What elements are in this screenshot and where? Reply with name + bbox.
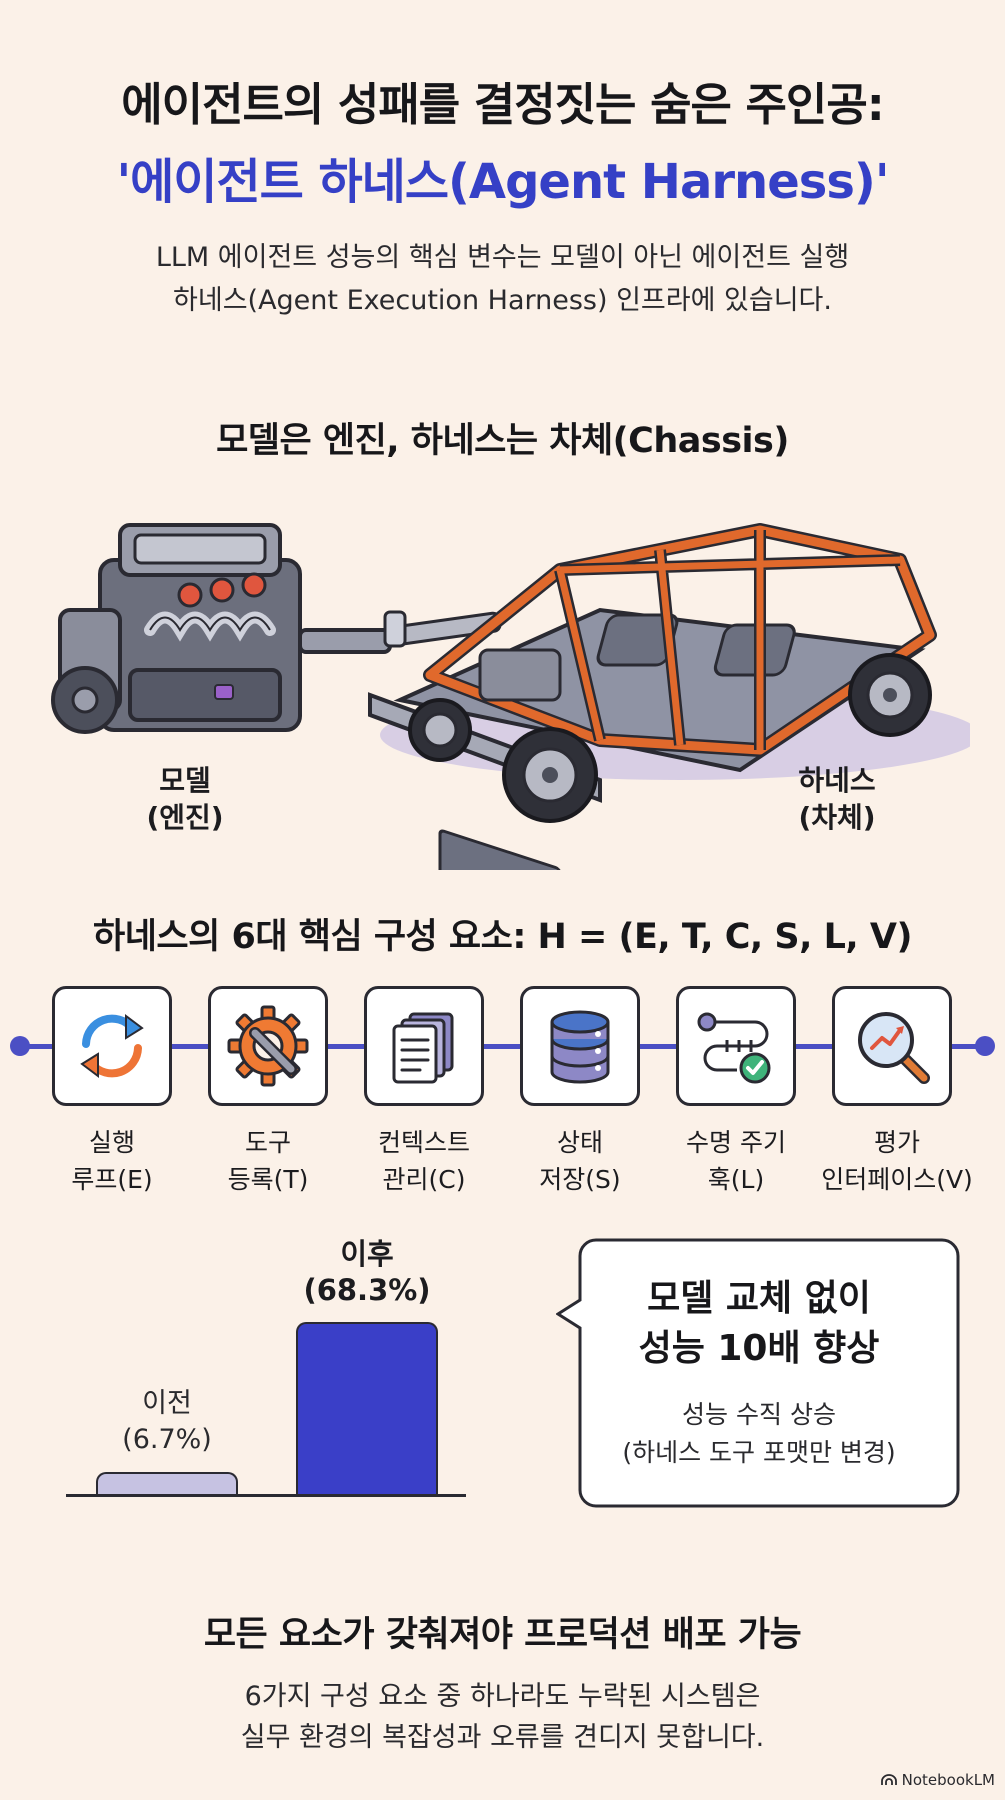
bar-value-before: (6.7%)	[122, 1424, 212, 1455]
callout-bubble	[556, 1238, 960, 1508]
component-label-state-storage: 상태 저장(S)	[495, 1124, 665, 1198]
component-execution-loop	[52, 986, 172, 1106]
closing-line-2: 실무 환경의 복잡성과 오류를 견디지 못합니다.	[240, 1722, 765, 1753]
component-lifecycle-hooks	[676, 986, 796, 1106]
component-label-line-2: 저장(S)	[539, 1165, 621, 1194]
closing-text: 6가지 구성 요소 중 하나라도 누락된 시스템은 실무 환경의 복잡성과 오류…	[0, 1676, 1005, 1758]
callout-headline-line-2: 성능 10배 향상	[638, 1328, 880, 1369]
bar-label-after: 이후 (68.3%)	[276, 1236, 458, 1308]
database-icon	[550, 1010, 610, 1084]
component-label-tool-registry: 도구 등록(T)	[183, 1124, 353, 1198]
page-title: 에이전트의 성패를 결정짓는 숨은 주인공:	[121, 78, 884, 131]
component-label-line-1: 수명 주기	[686, 1128, 786, 1157]
callout-headline: 모델 교체 없이 성능 10배 향상	[556, 1274, 962, 1374]
brand-watermark: NotebookLM	[880, 1771, 995, 1789]
timeline-start-dot	[10, 1036, 30, 1056]
component-label-line-2: 관리(C)	[382, 1165, 466, 1194]
component-evaluation-interface	[832, 986, 952, 1106]
bar-label-before: 이전 (6.7%)	[76, 1386, 258, 1458]
bar-before	[96, 1472, 238, 1494]
notebooklm-logo-icon	[880, 1774, 897, 1785]
chassis-label: 하네스 (차체)	[762, 762, 912, 836]
chassis-label-line-2: (차체)	[798, 801, 876, 834]
component-label-line-1: 컨텍스트	[377, 1128, 470, 1157]
engine-illustration	[51, 523, 502, 734]
component-label-line-2: 훅(L)	[707, 1165, 765, 1194]
engine-label: 모델 (엔진)	[110, 762, 260, 836]
callout-headline-line-1: 모델 교체 없이	[647, 1278, 871, 1319]
car-chassis-illustration	[368, 523, 970, 870]
closing-line-1: 6가지 구성 요소 중 하나라도 누락된 시스템은	[244, 1681, 761, 1712]
component-label-lifecycle-hooks: 수명 주기 훅(L)	[651, 1124, 821, 1198]
component-label-line-1: 실행	[88, 1128, 135, 1157]
component-tool-registry	[208, 986, 328, 1106]
components-heading: 하네스의 6대 핵심 구성 요소: H = (E, T, C, S, L, V)	[93, 917, 912, 957]
component-state-storage	[520, 986, 640, 1106]
component-timeline	[20, 1044, 985, 1049]
engine-label-line-2: (엔진)	[146, 801, 224, 834]
intro-line-2: 하네스(Agent Execution Harness) 인프라에 있습니다.	[173, 285, 832, 316]
documents-icon	[392, 1012, 454, 1084]
intro-text: LLM 에이전트 성능의 핵심 변수는 모델이 아닌 에이전트 실행 하네스(A…	[0, 236, 1005, 322]
component-label-line-1: 도구	[244, 1128, 291, 1157]
chart-baseline	[66, 1494, 466, 1497]
brand-name: NotebookLM	[901, 1771, 995, 1789]
component-label-line-1: 상태	[556, 1128, 603, 1157]
component-label-line-1: 평가	[873, 1128, 920, 1157]
component-label-execution-loop: 실행 루프(E)	[27, 1124, 197, 1198]
bar-category-after: 이후	[340, 1237, 394, 1272]
gear-wrench-icon	[227, 1005, 309, 1087]
intro-line-1: LLM 에이전트 성능의 핵심 변수는 모델이 아닌 에이전트 실행	[155, 242, 850, 273]
deployment-heading: 모든 요소가 갖춰져야 프로덕션 배포 가능	[203, 1615, 802, 1655]
callout-subtext-line-1: 성능 수직 상승	[682, 1400, 836, 1429]
component-label-line-2: 인터페이스(V)	[821, 1165, 973, 1194]
callout-subtext-line-2: (하네스 도구 포맷만 변경)	[622, 1438, 896, 1467]
engine-chassis-illustration	[51, 523, 970, 870]
bar-after	[296, 1322, 438, 1494]
magnifier-chart-icon	[858, 1012, 930, 1084]
engine-section-heading: 모델은 엔진, 하네스는 차체(Chassis)	[216, 421, 789, 461]
bar-category-before: 이전	[142, 1388, 192, 1419]
bar-value-after: (68.3%)	[303, 1273, 431, 1308]
component-label-line-2: 루프(E)	[71, 1165, 153, 1194]
lifecycle-check-icon	[697, 1012, 771, 1084]
callout-subtext: 성능 수직 상승 (하네스 도구 포맷만 변경)	[556, 1396, 962, 1472]
page-title-highlight: '에이전트 하네스(Agent Harness)'	[116, 154, 889, 210]
component-label-line-2: 등록(T)	[227, 1165, 309, 1194]
component-label-evaluation-interface: 평가 인터페이스(V)	[807, 1124, 987, 1198]
timeline-end-dot	[975, 1036, 995, 1056]
chassis-label-line-1: 하네스	[798, 764, 876, 797]
engine-label-line-1: 모델	[159, 764, 211, 797]
component-label-context-management: 컨텍스트 관리(C)	[339, 1124, 509, 1198]
loop-arrows-icon	[80, 1014, 144, 1078]
component-context-management	[364, 986, 484, 1106]
